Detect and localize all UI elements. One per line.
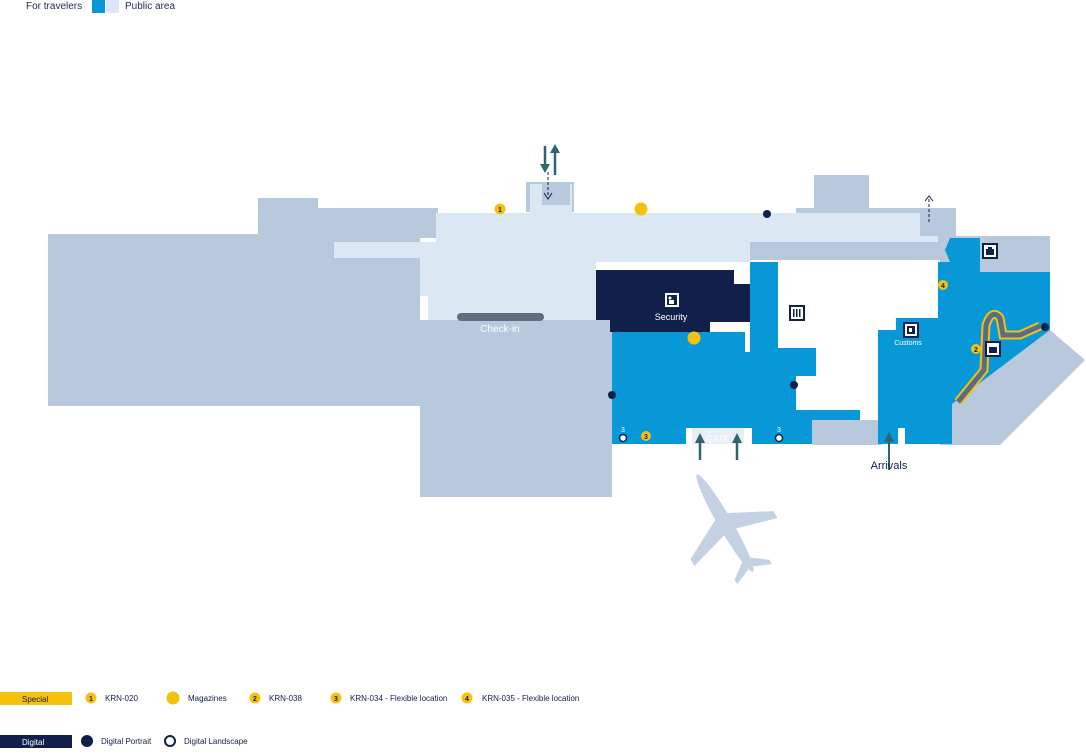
swatch-airside <box>92 0 105 13</box>
gate-walkway <box>692 428 744 444</box>
legend-digital-landscape: Digital Landscape <box>164 735 248 747</box>
arrivals-label: Arrivals <box>871 460 908 472</box>
marker-1: 1 <box>494 203 506 215</box>
digital-portrait-marker <box>763 210 771 218</box>
digital-legend-bar <box>0 735 72 748</box>
svg-text:2: 2 <box>974 347 978 354</box>
public-area-label: Public area <box>125 1 175 12</box>
arrivals-arrow <box>884 432 894 470</box>
exit-arrow-icon <box>924 195 934 222</box>
marker-2: 2 <box>971 344 981 354</box>
digital-label: Digital <box>22 738 44 747</box>
for-travelers-label: For travelers <box>26 1 82 12</box>
baggage-claim-icon <box>985 341 1001 357</box>
security-label: Security <box>655 312 688 322</box>
landside-public-area <box>334 184 938 320</box>
legend-item-krn-038: 2 KRN-038 <box>249 692 302 704</box>
check-in-counter <box>457 313 544 321</box>
svg-text:Digital Portrait: Digital Portrait <box>101 737 152 746</box>
arrow-up-down-icon <box>540 144 560 200</box>
svg-text:KRN-038: KRN-038 <box>269 694 302 703</box>
customs-label: Customs <box>894 340 922 347</box>
plane-icon <box>690 474 778 585</box>
special-legend-bar <box>0 692 72 705</box>
digital-landscape-marker-left: 3 <box>618 427 628 443</box>
legend-item-krn-020: 1 KRN-020 <box>85 692 138 704</box>
digital-portrait-marker <box>1041 323 1049 331</box>
svg-text:KRN-034 - Flexible location: KRN-034 - Flexible location <box>350 694 447 703</box>
special-label: Special <box>22 695 48 704</box>
gate-arrows <box>695 433 742 460</box>
luggage-icon <box>982 243 998 259</box>
marker-4: 4 <box>938 280 948 290</box>
marker-3: 3 <box>641 431 651 441</box>
digital-portrait-marker <box>608 391 616 399</box>
digital-landscape-marker-right: 3 <box>774 427 784 443</box>
gate-label: GATE <box>706 434 730 444</box>
legend-item-krn-034: 3 KRN-034 - Flexible location <box>330 692 447 704</box>
customs-officer-icon <box>903 322 919 338</box>
security-person-screen-icon <box>665 293 679 307</box>
legend-item-krn-035: 4 KRN-035 - Flexible location <box>461 692 579 704</box>
svg-text:2: 2 <box>253 696 257 703</box>
restaurant-icon <box>789 305 805 321</box>
svg-text:4: 4 <box>465 696 469 703</box>
svg-text:3: 3 <box>644 434 648 441</box>
legend-item-magazines: Magazines <box>166 691 227 705</box>
svg-text:Digital Landscape: Digital Landscape <box>184 737 248 746</box>
check-in-label: Check-in <box>480 324 519 335</box>
legend-digital-portrait: Digital Portrait <box>81 735 152 747</box>
svg-text:KRN-020: KRN-020 <box>105 694 138 703</box>
magazines-marker-gate <box>687 331 701 345</box>
svg-text:4: 4 <box>941 283 945 290</box>
airside-area <box>612 238 1050 444</box>
svg-text:1: 1 <box>89 696 93 703</box>
svg-text:1: 1 <box>498 207 502 214</box>
svg-text:KRN-035 - Flexible location: KRN-035 - Flexible location <box>482 694 579 703</box>
magazines-marker-top <box>634 202 648 216</box>
digital-portrait-marker <box>790 381 798 389</box>
svg-text:3: 3 <box>334 696 338 703</box>
svg-text:Magazines: Magazines <box>188 694 227 703</box>
swatch-landside <box>106 0 119 13</box>
svg-text:3: 3 <box>621 427 625 434</box>
svg-text:3: 3 <box>777 427 781 434</box>
